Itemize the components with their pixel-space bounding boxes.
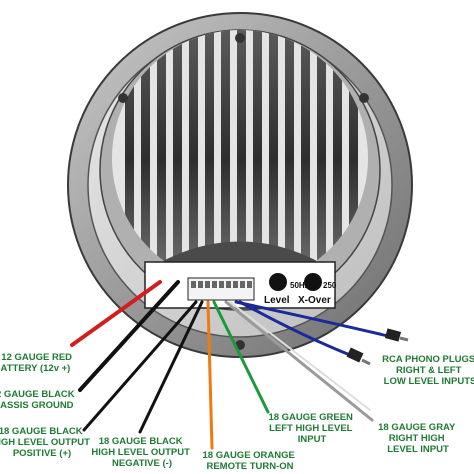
screw-top	[235, 33, 245, 43]
xover-label: X-Over	[298, 295, 331, 306]
grille-stripe	[333, 30, 342, 286]
label-gray: 18 GAUGE GRAY RIGHT HIGH LEVEL INPUT	[378, 422, 458, 455]
terminal-screw	[247, 281, 252, 288]
grille-stripe	[285, 30, 294, 286]
wire-green	[212, 300, 270, 414]
grille-stripe	[141, 30, 150, 286]
terminal-screw	[219, 281, 224, 288]
label-orange: 18 GAUGE ORANGE REMOTE TURN-ON	[202, 450, 297, 472]
wire-rca-left	[238, 300, 352, 357]
label-black-ground: 12 GAUGE BLACK CHASSIS GROUND	[0, 389, 77, 411]
grille-stripe	[157, 30, 166, 286]
terminal-screw	[240, 281, 245, 288]
wire-black-hl-pos	[82, 300, 198, 432]
screw-left	[118, 93, 128, 103]
screw-right	[359, 93, 369, 103]
grille-stripe	[301, 30, 310, 286]
wire-bundle	[70, 280, 409, 450]
xover-knob[interactable]	[304, 273, 322, 291]
label-green: 18 GAUGE GREEN LEFT HIGH LEVEL INPUT	[268, 412, 355, 445]
grille-stripe	[269, 30, 278, 286]
grille-stripe	[349, 30, 358, 286]
label-black-hl-pos: 18 GAUGE BLACK HIGH LEVEL OUTPUT POSITIV…	[0, 426, 93, 459]
control-panel: 50Hz 250 Level X-Over	[144, 261, 337, 309]
rca-plug-left	[346, 347, 371, 366]
wire-white	[229, 301, 371, 411]
terminal-screw	[212, 281, 217, 288]
grille-stripe	[173, 30, 182, 286]
level-label: Level	[264, 295, 290, 306]
grille-stripe	[253, 30, 262, 286]
level-knob[interactable]	[269, 273, 287, 291]
grille-stripe	[317, 30, 326, 286]
grille-stripe	[237, 30, 246, 286]
wire-black-ground	[78, 280, 180, 392]
wire-rca-right	[234, 300, 390, 338]
wire-red	[70, 280, 162, 347]
terminal-screw	[205, 281, 210, 288]
grille-stripe	[125, 30, 134, 286]
label-red: 12 GAUGE RED BATTERY (12v +)	[0, 352, 75, 374]
wire-gray	[224, 300, 374, 422]
freq-low-label: 50Hz	[290, 281, 309, 290]
wire-labels: 12 GAUGE RED BATTERY (12v +) 12 GAUGE BL…	[0, 352, 474, 472]
wire-black-hl-neg	[138, 300, 204, 434]
freq-high-label: 250	[323, 281, 337, 290]
terminal-screw	[233, 281, 238, 288]
grille-stripe	[205, 30, 214, 286]
terminal-screw	[191, 281, 196, 288]
rca-plug-right	[384, 328, 409, 342]
label-black-hl-neg: 18 GAUGE BLACK HIGH LEVEL OUTPUT NEGATIV…	[91, 436, 192, 469]
grille-stripe	[189, 30, 198, 286]
label-rca: RCA PHONO PLUGS RIGHT & LEFT LOW LEVEL I…	[382, 354, 474, 387]
wire-orange	[206, 300, 214, 450]
grille-stripe	[221, 30, 230, 286]
heatsink-grille	[112, 30, 368, 286]
terminal-screw	[198, 281, 203, 288]
terminal-screw	[226, 281, 231, 288]
